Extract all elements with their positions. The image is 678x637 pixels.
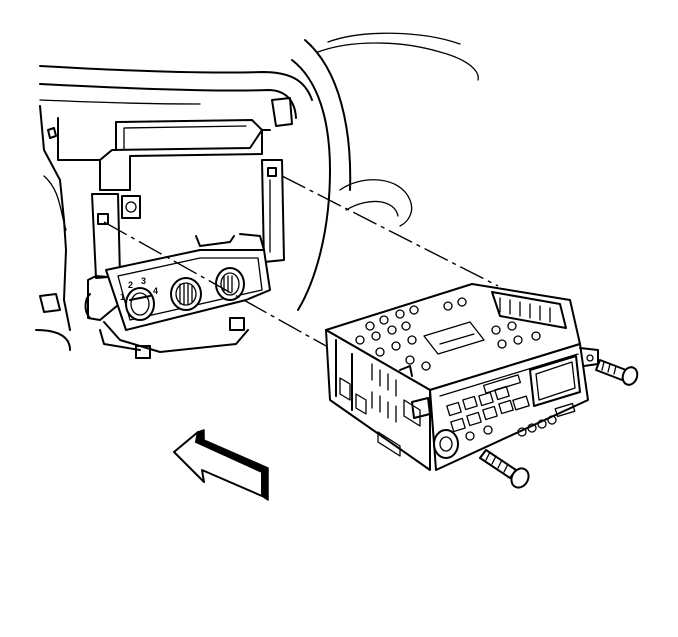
radio-volume-knob	[433, 429, 459, 459]
climate-control-panel: 1 2 3 4	[105, 233, 271, 331]
temperature-knob	[170, 277, 202, 311]
alignment-lines	[103, 175, 499, 357]
knob-number-4: 4	[153, 286, 158, 296]
top-face-holes	[355, 297, 541, 371]
knob-number-3: 3	[141, 276, 146, 286]
radio-display	[529, 355, 581, 407]
knob-number-2: 2	[128, 280, 133, 290]
radio-small-buttons	[465, 415, 557, 441]
forward-direction-arrow-icon	[173, 429, 269, 501]
mode-knob	[215, 267, 245, 301]
radio-unit	[325, 283, 599, 471]
mounting-screw-right	[595, 359, 639, 386]
mounting-screw-left	[479, 449, 530, 489]
fan-speed-knob: 1 2 3 4	[120, 276, 158, 321]
knob-number-1: 1	[120, 292, 125, 302]
instrument-panel	[35, 32, 479, 359]
radio-preset-buttons	[446, 374, 576, 433]
